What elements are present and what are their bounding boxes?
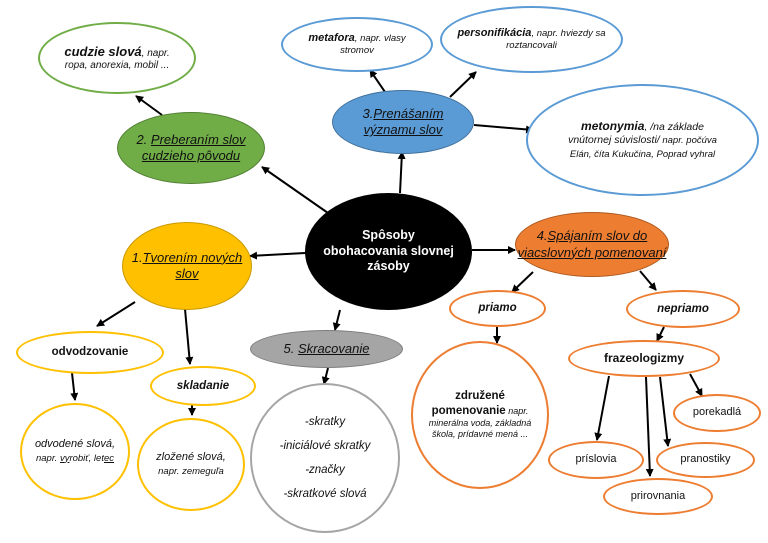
node-preberanim-title-a: Preberaním slov [150, 131, 246, 147]
node-pranostiky: pranostiky [656, 442, 755, 478]
node-prenasanim-number: 3. [362, 105, 374, 121]
pranostiky-label: pranostiky [680, 453, 731, 466]
node-odvodene-slova: odvodené slová, napr. vyrobiť, letec [20, 403, 130, 500]
metafora-rest: , napr. vlasy [354, 32, 406, 44]
node-preberanim-number: 2. [136, 131, 148, 147]
zdruzene-title-2: pomenovanie [431, 404, 506, 417]
personifikacia-rest: , napr. hviezdy sa [531, 27, 606, 39]
node-porekadla: porekadlá [673, 394, 761, 432]
arrow-odvodzovanie-to-odvodene [70, 372, 79, 401]
zlozene-title: zložené slová, [156, 450, 226, 463]
metafora-example: stromov [340, 45, 374, 57]
odvodene-suffix: ec [103, 452, 115, 464]
arrow-n4-to-nepriamo [639, 270, 657, 291]
personifikacia-example: roztancovali [506, 40, 557, 52]
arrow-fraz-to-prirovnania [645, 376, 654, 477]
zdruzene-napr: napr. [505, 405, 529, 416]
skratky-item-1: -skratky [304, 415, 346, 428]
node-tvorenim-title-a: Tvorením nových [142, 249, 243, 265]
priamo-label: priamo [478, 302, 517, 315]
node-spajanim-title-a: Spájaním slov do [547, 228, 648, 244]
node-spajanim-title-b: viacslovných pomenovaní [517, 244, 667, 260]
node-skracovanie-number: 5. [283, 340, 295, 356]
skratky-item-3: -značky [305, 464, 345, 476]
cudzie-examples: ropa, anorexia, mobil ... [64, 60, 170, 71]
arrow-n3-to-metafora [369, 69, 386, 93]
arrow-fraz-to-porekadla [689, 373, 703, 397]
node-spajanim: 4.Spájaním slov do viacslovných pomenova… [515, 212, 669, 277]
metonymia-examples: Elán, číta Kukučina, Poprad vyhral [569, 148, 716, 160]
arrow-fraz-to-pranostiky [659, 376, 672, 447]
node-metonymia: metonymia, /na základe vnútornej súvislo… [526, 84, 759, 196]
node-preberanim: 2. Preberaním slov cudzieho pôvodu [117, 112, 265, 184]
node-zlozene-slova: zložené slová, napr. zemeguľa [137, 418, 245, 511]
node-prenasanim: 3.Prenášaním významu slov [332, 90, 474, 154]
node-prislovia: príslovia [548, 441, 644, 479]
node-nepriamo: nepriamo [626, 290, 740, 328]
node-metafora: metafora, napr. vlasy stromov [281, 17, 433, 72]
node-skracovanie: 5. Skracovanie [250, 330, 403, 368]
cudzie-rest: , napr. [141, 47, 170, 59]
node-prirovnania: prirovnania [603, 478, 713, 515]
personifikacia-bold: personifikácia [457, 26, 532, 39]
arrow-n4-to-priamo [511, 271, 534, 293]
arrow-fraz-to-prislovia [594, 375, 610, 441]
odvodene-title: odvodené slová, [34, 437, 116, 450]
zdruzene-example-2: škola, prídavné mená ... [431, 429, 529, 440]
prislovia-label: príslovia [575, 453, 617, 466]
metonymia-rest: , /na základe [644, 121, 704, 134]
node-prenasanim-title-a: Prenášaním [373, 105, 444, 121]
frazeologizmy-label: frazeologizmy [603, 351, 684, 365]
zlozene-example: napr. zemeguľa [158, 465, 224, 477]
skratky-item-4: -skratkové slová [283, 488, 367, 501]
center-title-line1: Spôsoby [362, 228, 415, 243]
arrow-n2-to-cudzie [135, 95, 163, 116]
prirovnania-label: prirovnania [630, 489, 686, 502]
node-preberanim-title-b: cudzieho pôvodu [141, 148, 241, 163]
odvodene-prefix: vy [59, 452, 70, 464]
nepriamo-label: nepriamo [657, 302, 709, 315]
metafora-bold: metafora [308, 31, 355, 44]
arrow-nepriamo-to-frazeologizmy [656, 326, 665, 342]
node-tvorenim-title-b: slov [175, 266, 199, 281]
node-prenasanim-title-b: významu slov [363, 122, 443, 137]
node-personifikacia: personifikácia, napr. hviezdy sa roztanc… [440, 6, 623, 73]
arrow-center-to-n5 [332, 309, 341, 331]
metonymia-basis: vnútornej súvislosti/ [568, 134, 660, 147]
node-cudzie-slova: cudzie slová, napr. ropa, anorexia, mobi… [38, 22, 196, 94]
node-frazeologizmy: frazeologizmy [568, 340, 720, 377]
arrow-n1-to-skladanie [184, 308, 194, 365]
arrow-n5-to-skratky [321, 367, 330, 385]
node-tvorenim-number: 1. [131, 249, 143, 265]
node-spajanim-number: 4. [536, 228, 548, 244]
arrow-center-to-n3 [397, 151, 406, 194]
center-title-line2: obohacovania slovnej [323, 243, 454, 258]
metonymia-bold: metonymia [581, 119, 645, 134]
odvodzovanie-label: odvodzovanie [51, 346, 129, 359]
cudzie-bold: cudzie slová [64, 43, 142, 59]
center-node: Spôsoby obohacovania slovnej zásoby [305, 193, 472, 310]
odvodene-mid: robiť, let [69, 452, 104, 464]
zdruzene-example-1: minerálna voda, základná [428, 418, 532, 429]
metonymia-napr: napr. počúva [659, 135, 717, 147]
center-title-line3: zásoby [367, 259, 410, 274]
skladanie-label: skladanie [176, 379, 230, 392]
arrow-center-to-n1 [249, 251, 306, 260]
node-skracovanie-title: Skracovanie [297, 340, 370, 356]
node-tvorenim: 1.Tvorením nových slov [122, 222, 252, 310]
arrow-center-to-n2 [261, 166, 329, 214]
node-skratky: -skratky -iniciálové skratky -značky -sk… [250, 383, 400, 533]
arrow-n3-to-personifikacia [449, 71, 477, 98]
porekadla-label: porekadlá [692, 406, 742, 419]
zdruzene-title: združené [455, 390, 505, 403]
arrow-n1-to-odvodzovanie [96, 301, 136, 327]
arrow-n3-to-metonymia [473, 124, 534, 134]
odvodene-napr: napr. [35, 452, 60, 464]
node-zdruzene-pomenovanie: združené pomenovanie napr. minerálna vod… [411, 341, 549, 489]
node-skladanie: skladanie [150, 366, 256, 406]
skratky-item-2: -iniciálové skratky [279, 439, 371, 452]
node-priamo: priamo [449, 290, 546, 327]
node-odvodzovanie: odvodzovanie [16, 331, 164, 374]
